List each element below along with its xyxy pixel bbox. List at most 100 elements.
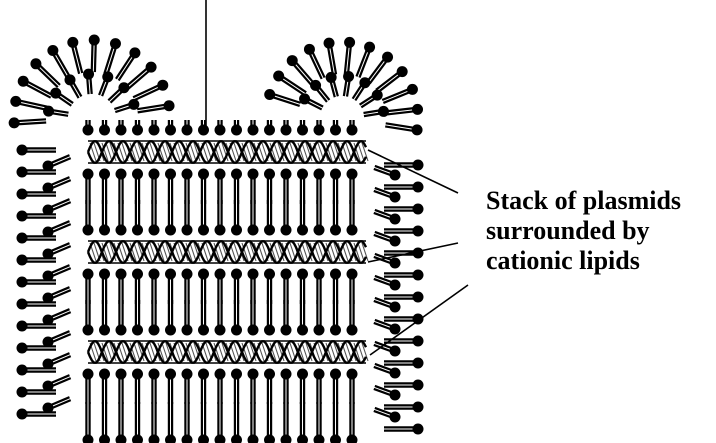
lipid-molecule-icon xyxy=(314,269,325,305)
lipid-molecule-icon xyxy=(30,58,60,87)
lipid-molecule-icon xyxy=(198,369,209,405)
lipid-molecule-icon xyxy=(149,269,160,305)
lipid-molecule-icon xyxy=(314,200,325,236)
stack-of-plasmids-label: Stack of plasmids surrounded by cationic… xyxy=(486,186,711,276)
lipid-molecule-icon xyxy=(310,80,329,102)
lipid-molecule-icon xyxy=(149,169,160,205)
lipid-molecule-icon xyxy=(43,221,71,237)
lipid-molecule-icon xyxy=(385,123,422,135)
lipid-molecule-icon xyxy=(83,269,94,305)
lipid-molecule-icon xyxy=(43,375,71,391)
lipid-molecule-icon xyxy=(43,155,71,171)
lipid-molecule-icon xyxy=(314,402,325,443)
lipid-molecule-icon xyxy=(149,300,160,336)
lipid-molecule-icon xyxy=(264,369,275,405)
lipid-molecule-icon xyxy=(326,72,338,97)
lipid-molecule-icon xyxy=(99,269,110,305)
plasmid-stack xyxy=(88,141,368,363)
lipid-molecule-icon xyxy=(384,380,424,391)
lipid-molecule-icon xyxy=(99,402,110,443)
lipid-molecule-icon xyxy=(231,269,242,305)
lipid-molecule-icon xyxy=(299,93,323,109)
lipid-molecule-icon xyxy=(248,369,259,405)
lipid-molecule-icon xyxy=(198,269,209,305)
lipid-molecule-icon xyxy=(182,200,193,236)
lipid-molecule-icon xyxy=(182,120,193,136)
plasmid-dna-helix-icon xyxy=(88,141,368,163)
lipid-molecule-icon xyxy=(231,120,242,136)
lipid-molecule-icon xyxy=(50,88,73,106)
lipid-molecule-icon xyxy=(297,402,308,443)
lipid-molecule-icon xyxy=(231,369,242,405)
lipid-molecule-icon xyxy=(137,100,174,112)
lipid-molecule-icon xyxy=(374,408,401,423)
lipid-molecule-icon xyxy=(330,169,341,205)
lipid-molecule-icon xyxy=(360,90,383,108)
lipid-molecule-icon xyxy=(198,200,209,236)
lipid-molecule-icon xyxy=(264,89,300,106)
lipid-molecule-icon xyxy=(99,71,113,96)
lipid-molecule-icon xyxy=(281,200,292,236)
lipid-molecule-icon xyxy=(324,38,337,75)
lipid-molecule-icon xyxy=(384,204,424,215)
lipid-molecule-icon xyxy=(384,402,424,413)
lipid-molecule-icon xyxy=(384,226,424,237)
lipid-molecule-icon xyxy=(330,300,341,336)
lipid-molecule-icon xyxy=(165,169,176,205)
lipid-molecule-icon xyxy=(297,269,308,305)
lipid-molecule-icon xyxy=(330,369,341,405)
lipid-molecule-icon xyxy=(182,369,193,405)
plasmid-dna-helix-icon xyxy=(88,341,368,363)
lipid-molecule-icon xyxy=(43,199,71,215)
lipid-molecule-icon xyxy=(215,169,226,205)
lipid-molecule-icon xyxy=(281,169,292,205)
lipid-molecule-icon xyxy=(231,200,242,236)
cationic-lipid-layer xyxy=(9,35,424,443)
lipid-molecule-icon xyxy=(374,320,401,335)
lipid-molecule-icon xyxy=(297,200,308,236)
lipid-molecule-icon xyxy=(297,369,308,405)
lipid-molecule-icon xyxy=(330,120,341,136)
lipid-molecule-icon xyxy=(43,265,71,281)
lipid-molecule-icon xyxy=(99,120,110,136)
lipid-molecule-icon xyxy=(374,188,401,203)
lipid-molecule-icon xyxy=(384,424,424,435)
lipid-molecule-icon xyxy=(347,269,358,305)
lipid-molecule-icon xyxy=(382,84,418,103)
lipid-molecule-icon xyxy=(297,120,308,136)
lipid-molecule-icon xyxy=(126,62,157,90)
lipid-molecule-icon xyxy=(83,200,94,236)
lipid-molecule-icon xyxy=(99,369,110,405)
lipid-molecule-icon xyxy=(132,120,143,136)
lipid-molecule-icon xyxy=(297,169,308,205)
lipid-molecule-icon xyxy=(248,402,259,443)
lipid-molecule-icon xyxy=(384,270,424,281)
lipid-molecule-icon xyxy=(165,200,176,236)
lipid-molecule-icon xyxy=(248,120,259,136)
lipid-molecule-icon xyxy=(89,35,100,73)
lipid-molecule-icon xyxy=(374,166,401,181)
lipid-molecule-icon xyxy=(347,200,358,236)
lipid-molecule-icon xyxy=(43,287,71,303)
lipid-molecule-icon xyxy=(65,74,82,98)
lipid-molecule-icon xyxy=(149,402,160,443)
lipid-molecule-icon xyxy=(248,169,259,205)
lipid-molecule-icon xyxy=(198,402,209,443)
lipid-molecule-icon xyxy=(347,169,358,205)
lipid-molecule-icon xyxy=(347,402,358,443)
lipid-molecule-icon xyxy=(231,169,242,205)
lipid-molecule-icon xyxy=(384,182,424,193)
lipid-molecule-icon xyxy=(248,300,259,336)
lipid-molecule-icon xyxy=(83,69,94,95)
lipid-molecule-icon xyxy=(149,200,160,236)
lipid-molecule-icon xyxy=(133,80,168,100)
lipid-molecule-icon xyxy=(314,369,325,405)
lipid-molecule-icon xyxy=(281,369,292,405)
lipid-molecule-icon xyxy=(198,120,209,136)
lipid-molecule-icon xyxy=(347,300,358,336)
lipid-molecule-icon xyxy=(314,169,325,205)
lipid-molecule-icon xyxy=(17,145,57,156)
lipid-molecule-icon xyxy=(43,106,69,117)
lipid-molecule-icon xyxy=(132,200,143,236)
